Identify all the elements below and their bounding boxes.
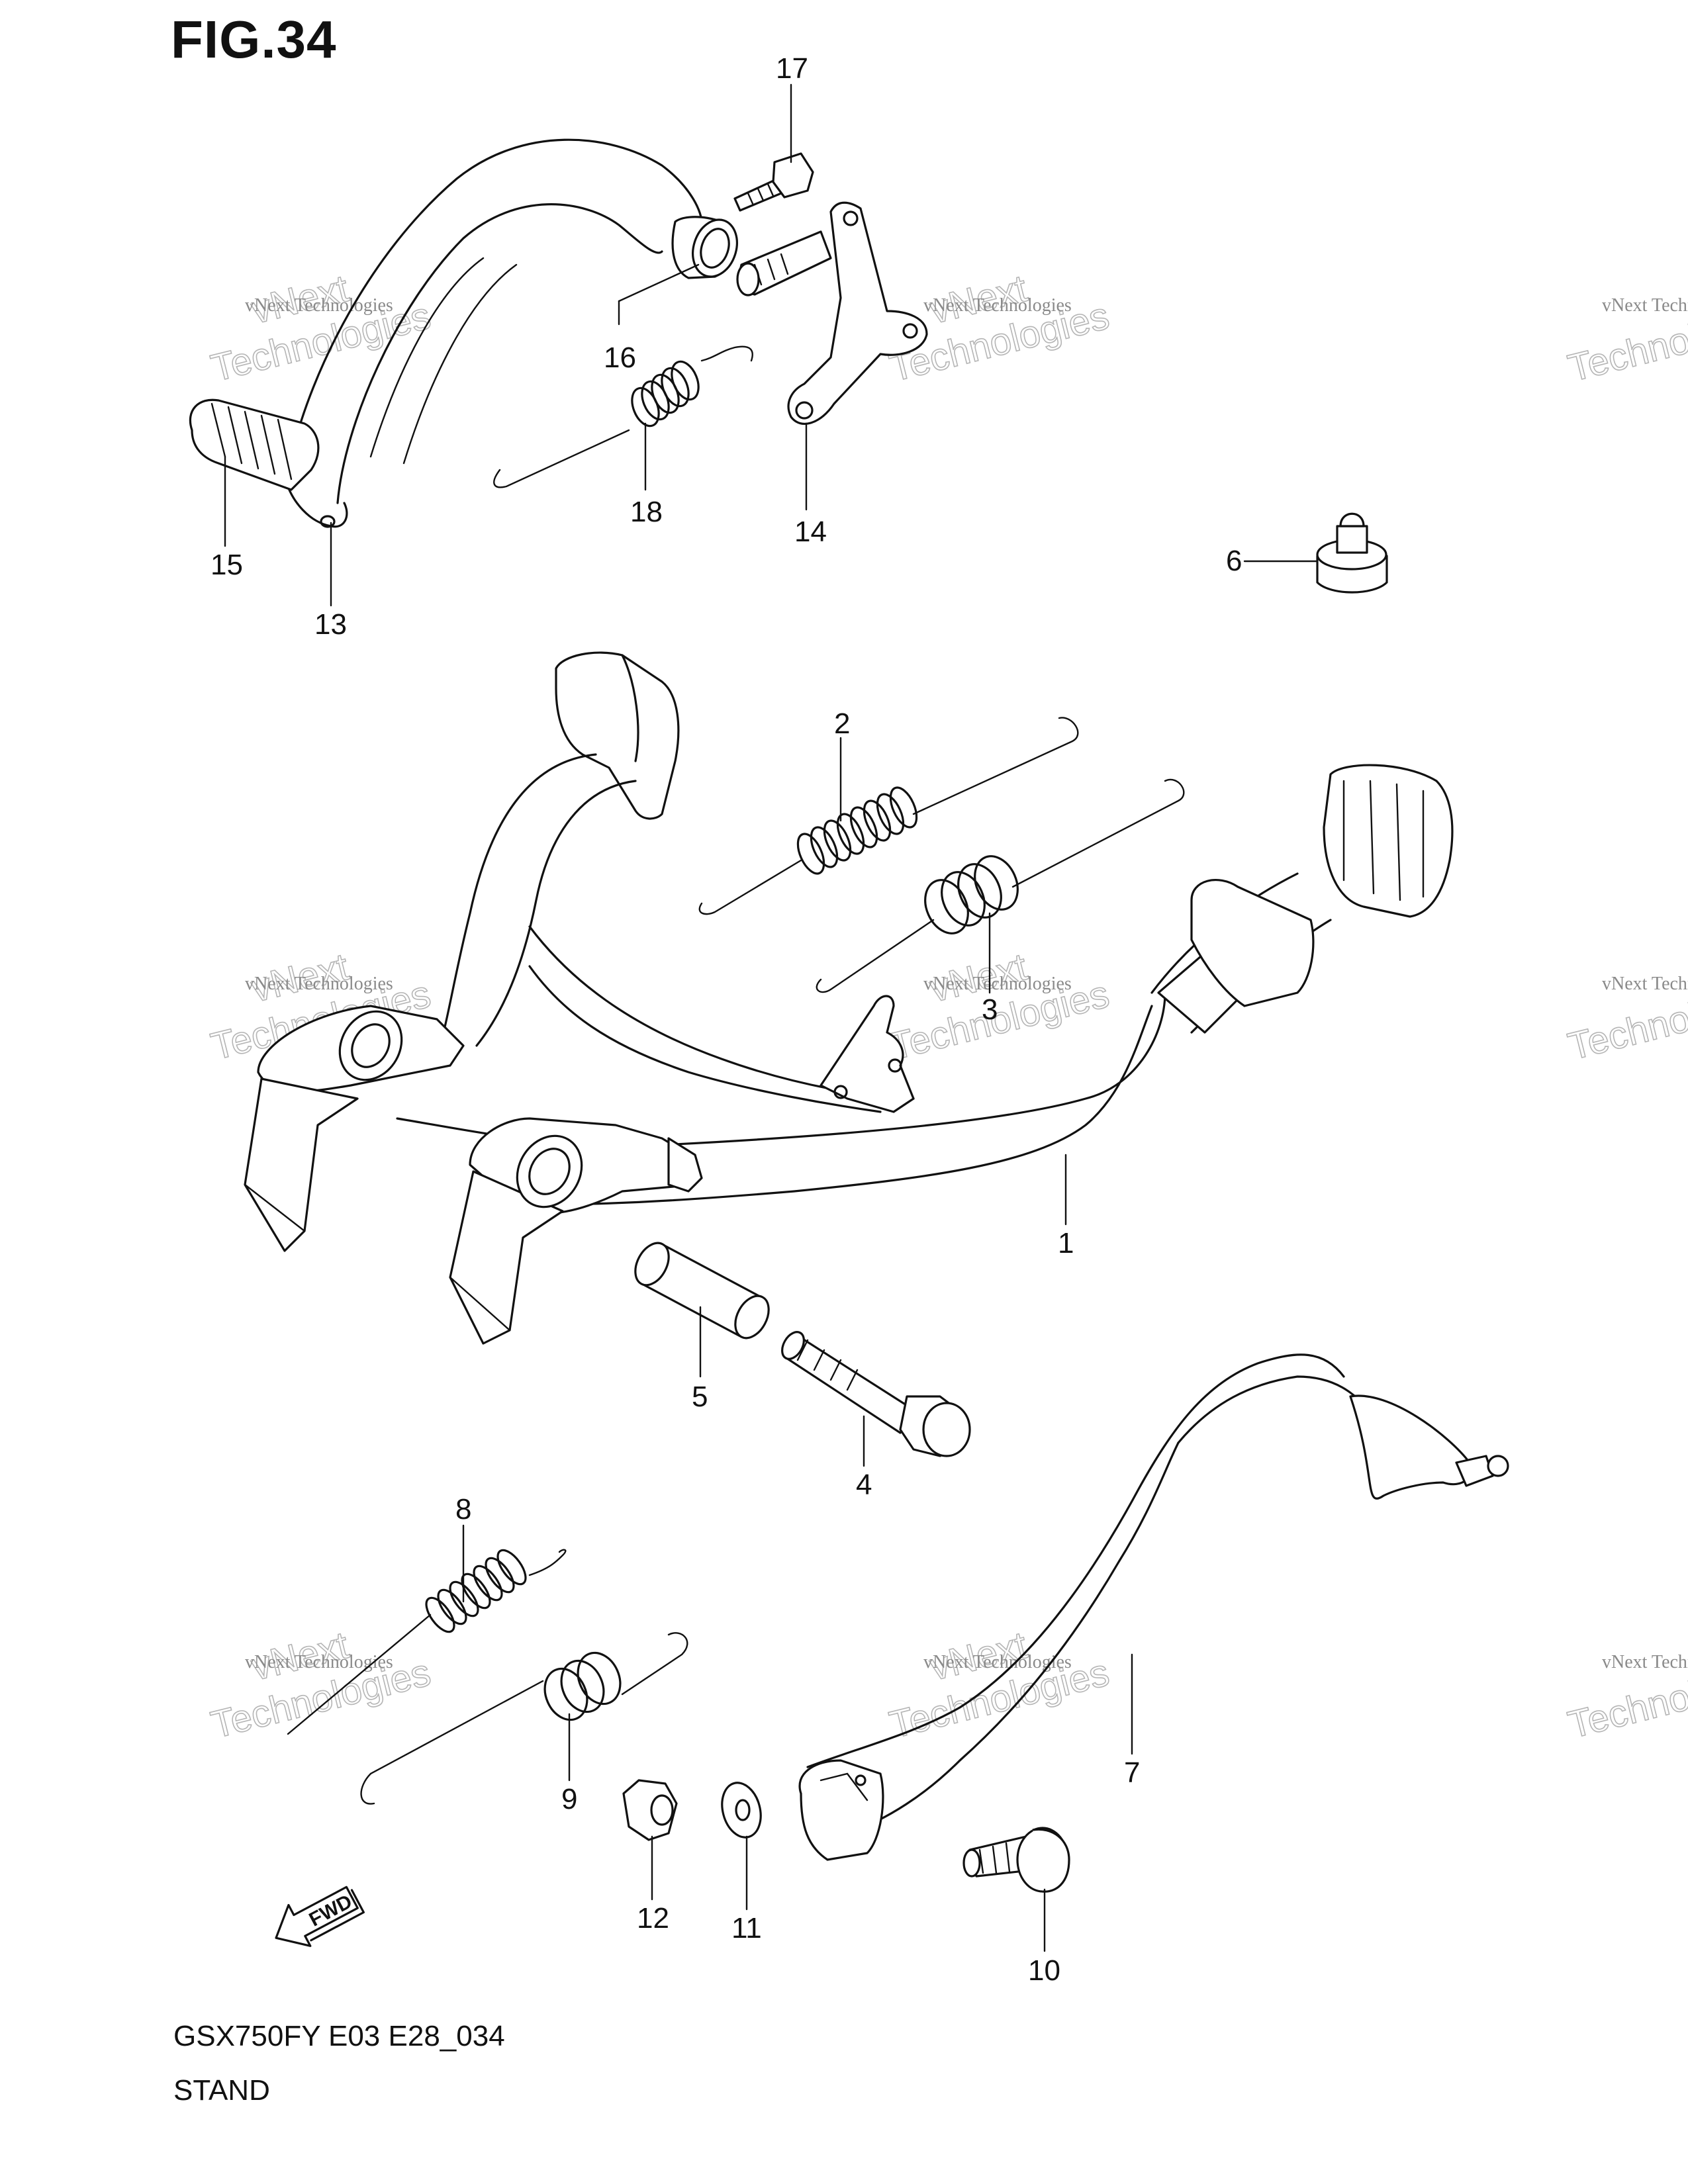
label-6: 6	[1226, 545, 1242, 577]
svg-text:vNext Technologies: vNext Technologies	[1602, 1652, 1688, 1672]
watermark: Technologies vNext vNext Technologies	[885, 944, 1114, 1069]
label-13: 13	[314, 608, 347, 641]
label-1: 1	[1058, 1227, 1074, 1259]
part-3-spring	[816, 778, 1185, 993]
svg-text:vNext Technologies: vNext Technologies	[923, 1652, 1072, 1672]
label-14: 14	[794, 516, 827, 548]
part-7-side-stand	[798, 1353, 1509, 1861]
svg-text:vNext Technologies: vNext Technologies	[245, 974, 393, 994]
part-15-pedal-rubber	[189, 398, 320, 491]
part-9-spring	[360, 1632, 688, 1805]
label-10: 10	[1028, 1954, 1060, 1987]
section-name: STAND	[173, 2074, 270, 2107]
watermark-group: Technologies vNext vNext Technologies Te…	[207, 266, 1688, 1747]
figure-title: FIG.34	[171, 10, 337, 69]
label-15: 15	[211, 549, 243, 581]
svg-text:vNext Technologies: vNext Technologies	[245, 295, 393, 316]
label-7: 7	[1124, 1756, 1140, 1789]
part-17-bolt	[733, 152, 814, 212]
watermark: Technologies vNext vNext Technologies	[207, 266, 436, 390]
part-11-washer	[721, 1782, 762, 1839]
watermark: Technologies vNext Technologies	[1564, 972, 1688, 1069]
part-4-pivot-bolt	[781, 1331, 971, 1457]
label-12: 12	[637, 1902, 669, 1934]
label-18: 18	[630, 496, 663, 528]
label-16: 16	[604, 341, 636, 374]
model-code: GSX750FY E03 E28_034	[173, 2020, 505, 2052]
label-8: 8	[455, 1493, 471, 1525]
svg-text:vNext Technologies: vNext Technologies	[923, 974, 1072, 994]
leader-lines	[224, 83, 1319, 1952]
svg-text:vNext Technologies: vNext Technologies	[1602, 295, 1688, 316]
label-11: 11	[731, 1912, 762, 1944]
part-6-stopper	[1316, 512, 1388, 594]
svg-text:vNext Technologies: vNext Technologies	[245, 1652, 393, 1672]
part-5-spacer	[634, 1242, 770, 1340]
label-3: 3	[982, 993, 998, 1026]
part-1-center-stand	[244, 651, 1454, 1345]
part-labels: 17 16 18 14 15 13 6 2 3 1 5 4 8 9 7 12 1…	[211, 52, 1242, 1987]
label-5: 5	[692, 1381, 708, 1413]
part-10-pivot-bolt	[962, 1827, 1070, 1893]
part-12-nut	[622, 1779, 678, 1841]
part-13-brake-pedal	[283, 138, 704, 528]
watermark: Technologies vNext Technologies	[1564, 1650, 1688, 1747]
fwd-arrow: FWD	[275, 1886, 365, 1947]
watermark: Technologies vNext vNext Technologies	[207, 1623, 436, 1747]
part-2-spring	[698, 717, 1079, 915]
part-18-spring	[493, 345, 753, 488]
svg-text:vNext Technologies: vNext Technologies	[1602, 974, 1688, 994]
part-14-lever-bracket	[736, 201, 928, 425]
label-4: 4	[856, 1469, 872, 1501]
label-9: 9	[561, 1783, 577, 1815]
label-2: 2	[834, 707, 850, 740]
watermark: Technologies vNext Technologies	[1564, 293, 1688, 390]
svg-text:vNext Technologies: vNext Technologies	[923, 295, 1072, 316]
watermark: Technologies vNext vNext Technologies	[885, 1623, 1114, 1747]
part-8-spring	[287, 1549, 567, 1735]
label-17: 17	[776, 52, 808, 85]
part-16-pedal-bushing	[671, 216, 738, 279]
